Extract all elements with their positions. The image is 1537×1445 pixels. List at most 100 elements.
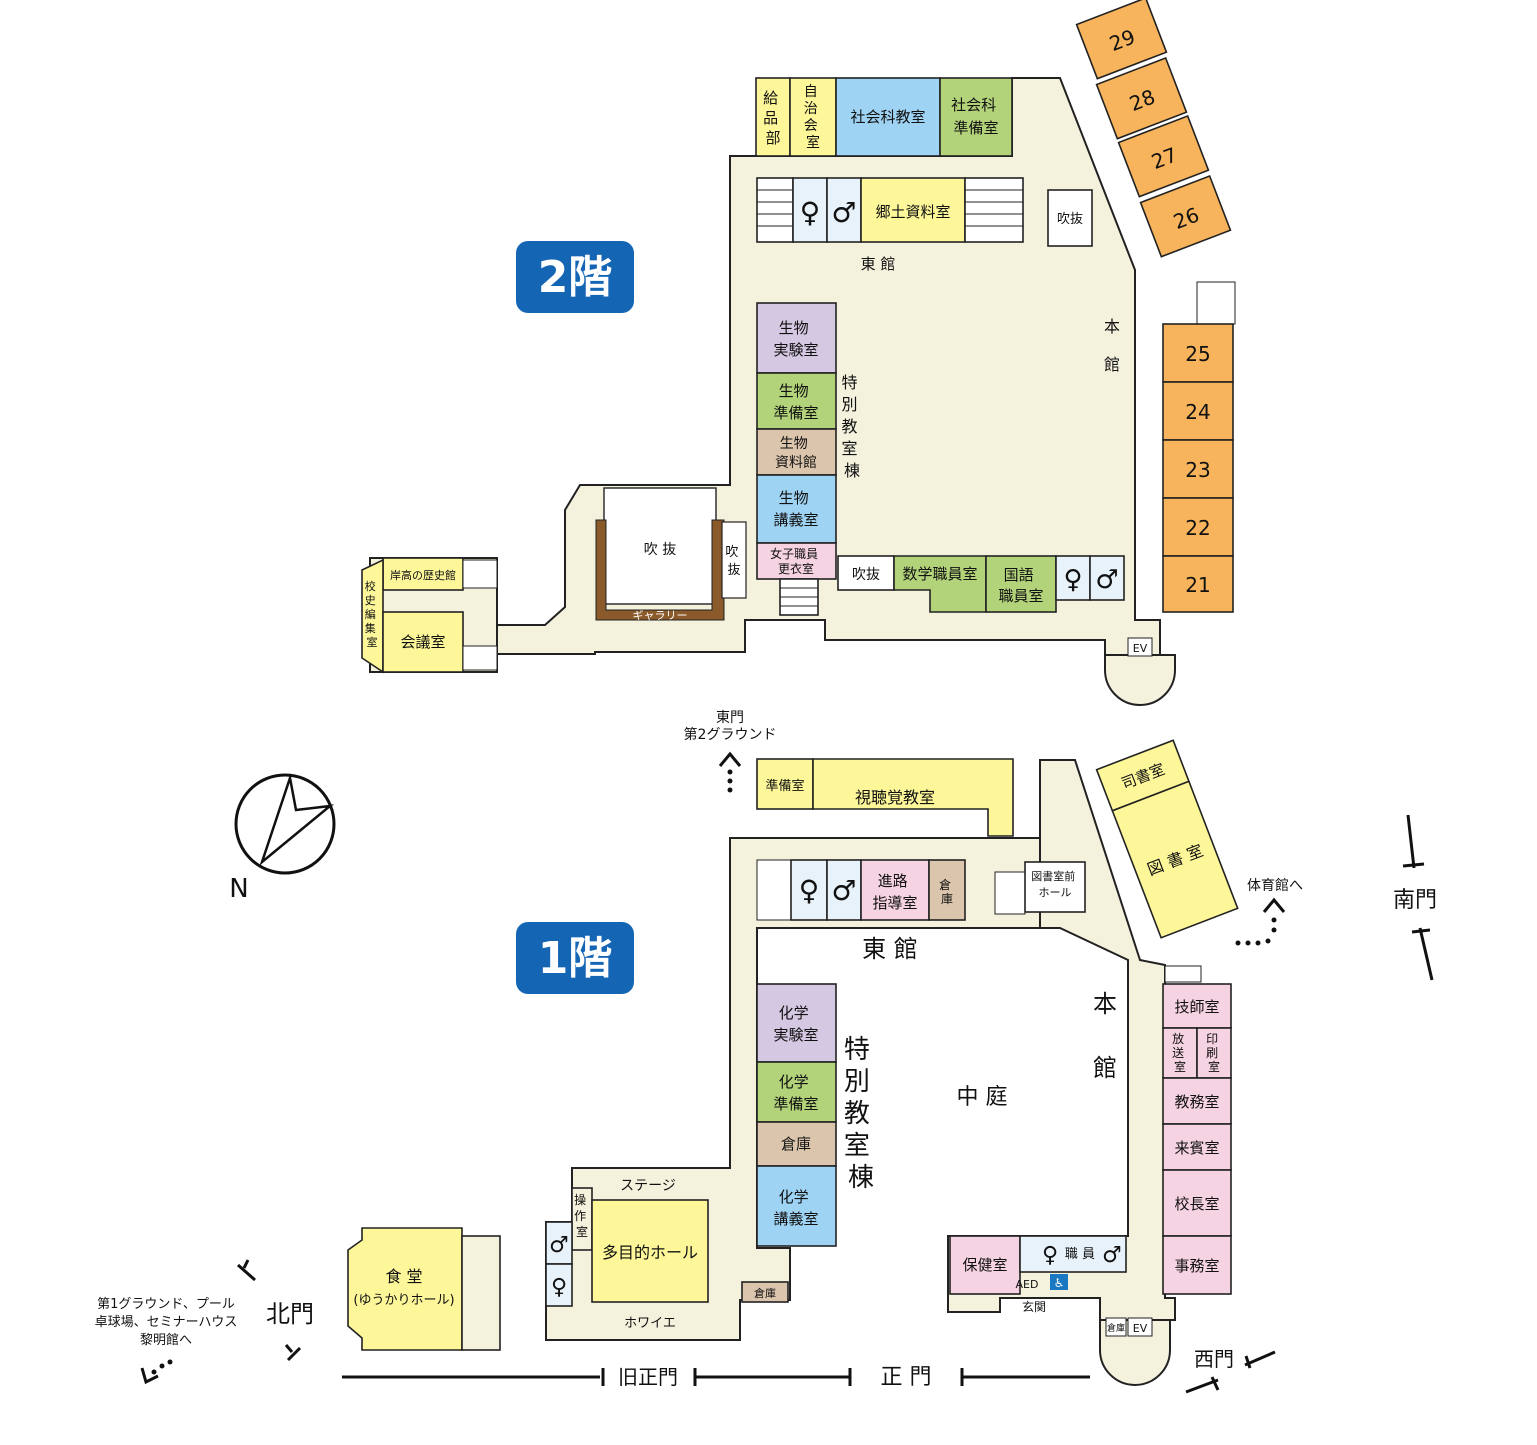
- floor1-room-soko-mid: [756, 1121, 837, 1167]
- floor2-ev-label: EV: [1133, 642, 1148, 655]
- floor2-fukinuke-top-label: 吹抜: [1057, 211, 1083, 227]
- floor1-aed-label: AED: [1016, 1278, 1039, 1291]
- floor2-classroom-26: [1139, 174, 1232, 258]
- floor2-fukinuke-top: [1047, 189, 1093, 247]
- floor1-ev-label: EV: [1133, 1322, 1148, 1335]
- floor2-room-seibutsu-junbi-label: 生物 準備室: [773, 382, 818, 422]
- floor1-room-gishi: [1162, 983, 1232, 1029]
- floor1-courtyard-label: 中 庭: [957, 1085, 1008, 1110]
- floor2-room-seibutsu-shiryo-label: 生物 資料館: [775, 436, 817, 471]
- floor2-room-seibutsu-jikken-label: 生物 実験室: [773, 319, 818, 359]
- floor2-room-kyodo-shiryo: [860, 177, 966, 243]
- floor2-room-koshi-hensan-label: 校 史 編 集 室: [365, 579, 380, 649]
- first-ground-dots: [151, 1359, 173, 1375]
- floor2-room-seibutsu-shiryo: [756, 428, 837, 476]
- floor1-room-kagaku-junbi: [756, 1061, 837, 1123]
- floor1-room-kyomu: [1162, 1077, 1232, 1125]
- floor2-room-seibutsu-kogi: [756, 474, 837, 544]
- west-gate-marks: [1185, 1350, 1276, 1394]
- wheelchair-icon: [1050, 1274, 1068, 1290]
- floor1-room-kagaku-kogi-label: 化学 講義室: [773, 1188, 818, 1228]
- floor1-restroom-female: [790, 859, 828, 921]
- floor2-ev: [1127, 637, 1153, 657]
- floor1-room-kagaku-junbi-label: 化学 準備室: [773, 1073, 818, 1113]
- floor2-classroom-22: [1162, 497, 1234, 557]
- floor1-room-tosho: [1111, 780, 1239, 939]
- east-gate-dots: [727, 769, 733, 793]
- floor1-room-hoken-label: 保健室: [962, 1256, 1007, 1274]
- floor2-room-kyuhinbu-label: 給 品 部: [763, 89, 783, 147]
- gym-arrow-icon: [1262, 897, 1286, 913]
- female-restroom-icon: ♀: [800, 196, 821, 229]
- compass-n-label: N: [229, 874, 248, 904]
- floor1-room-soko-east: [928, 859, 966, 921]
- male-restroom-icon: ♂: [549, 1233, 569, 1258]
- floor2-classroom-25: [1162, 323, 1234, 383]
- male-restroom-icon: ♂: [1095, 565, 1118, 595]
- old-main-gate-label: 旧正門: [618, 1365, 678, 1389]
- floor2-classroom-23: [1162, 439, 1234, 499]
- floor2-building-east-label: 東 館: [861, 255, 896, 273]
- floor2-classroom-27: [1117, 114, 1210, 198]
- female-restroom-icon: ♀: [1042, 1243, 1058, 1268]
- floor1-room-kagaku-kogi: [756, 1165, 837, 1247]
- floor1-room-shinro-label: 進路 指導室: [872, 872, 917, 912]
- first-ground-label-3: 黎明館へ: [140, 1333, 192, 1348]
- floor1-room-kagaku-jikken: [756, 983, 837, 1063]
- floor2-room-jichikai-label: 自 治 会 室: [804, 84, 822, 151]
- floor1-restroom-female-hall: [545, 1263, 573, 1307]
- floor2-classroom-21-label: 21: [1185, 573, 1210, 597]
- gym-label: 体育館へ: [1247, 877, 1303, 894]
- male-restroom-icon: ♂: [831, 874, 856, 907]
- floor2-stairs-west-bottom: [462, 645, 498, 671]
- floor2-room-sugaku-label: 数学職員室: [902, 565, 977, 583]
- floor2-classroom-25-label: 25: [1185, 342, 1210, 366]
- floor2-gallery-label: ギャラリー: [633, 609, 688, 622]
- floor1-room-toshoshitsu-hall: [1024, 861, 1086, 913]
- floor1-ev: [1127, 1317, 1153, 1337]
- floor1-room-kocho: [1162, 1169, 1232, 1237]
- floor2-stairs-center-lines: [780, 587, 818, 607]
- floor1-room-jimu-label: 事務室: [1174, 1257, 1219, 1275]
- floor2-classrooms-lower: 25 24 23 22 21: [1162, 323, 1234, 613]
- floor1-stairs-main: [1164, 965, 1202, 983]
- floor1-badge: 1階: [516, 922, 634, 994]
- floor1-room-shokuin-label: 職 員: [1065, 1247, 1095, 1262]
- floor2-fukinuke-side: [721, 521, 747, 599]
- floor2-badge-text: 2階: [538, 252, 613, 303]
- floor2-room-shakai-junbi: [939, 77, 1013, 157]
- floor2-gallery: [595, 519, 725, 621]
- floor1-room-toshoshitsu-hall-label: 図書室前 ホール: [1031, 869, 1079, 899]
- floor2-room-seibutsu-junbi: [756, 372, 837, 430]
- floor1-room-soko-mid-label: 倉庫: [781, 1135, 811, 1153]
- floor1-room-jimu: [1162, 1235, 1232, 1295]
- floor2-stairs-right-lines: [965, 189, 1023, 227]
- floor1-building-main-label-2: 館: [1093, 1054, 1117, 1082]
- floor2-fukinuke-gallery-label: 吹 抜: [644, 542, 676, 558]
- floor1-genkan-label: 玄関: [1022, 1299, 1046, 1314]
- floor1-library-group: 司書室 図 書 室: [1095, 739, 1239, 939]
- floor1-room-kocho-label: 校長室: [1174, 1195, 1219, 1213]
- floor1-room-shichokaku: [812, 758, 1014, 837]
- floor2-room-kaigi-label: 会議室: [400, 633, 445, 651]
- floor2-stairs-west-top: [462, 559, 498, 589]
- floor1-shokudo-annex: [461, 1235, 501, 1351]
- floor1-building-main-label-1: 本: [1093, 990, 1117, 1018]
- female-restroom-icon: ♀: [1063, 565, 1082, 595]
- floor1-room-insatsu: [1196, 1027, 1232, 1079]
- boundary-line: [342, 1368, 1090, 1386]
- floor1-room-hoso-label: 放 送 室: [1172, 1031, 1188, 1074]
- floor1-stairs-right: [994, 871, 1026, 915]
- floor2-room-seibutsu-jikken: [756, 302, 837, 374]
- gym-dots: [1235, 917, 1277, 946]
- floor1-room-shokudo-label-1: 食 堂: [385, 1267, 422, 1286]
- floor1-room-gishi-label: 技師室: [1174, 998, 1219, 1016]
- floor2-room-kishiko-rekishi-label: 岸高の歴史館: [390, 568, 456, 582]
- floor1-room-soko-small: [741, 1281, 789, 1303]
- floor1-wing-special-label: 特 別 教 室 棟: [844, 1035, 878, 1193]
- floor2-fukinuke-bottom-label: 吹抜: [852, 567, 880, 583]
- floor1-room-junbi: [756, 758, 814, 810]
- first-ground-arrow-icon: [140, 1367, 159, 1385]
- floor1-building-east-label: 東 館: [862, 935, 918, 963]
